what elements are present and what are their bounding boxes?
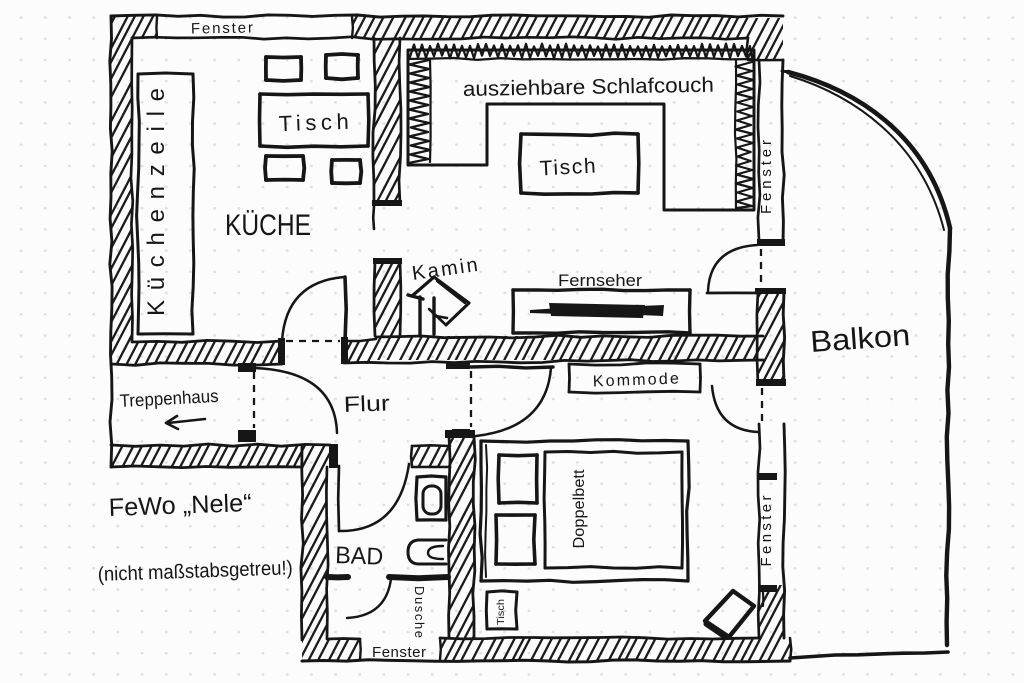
svg-text:ausziehbare Schlafcouch: ausziehbare Schlafcouch bbox=[463, 74, 714, 101]
svg-text:Tisch: Tisch bbox=[278, 109, 349, 136]
svg-text:Kamin: Kamin bbox=[411, 254, 479, 285]
svg-text:Fenster: Fenster bbox=[372, 644, 426, 661]
svg-text:Tisch: Tisch bbox=[539, 155, 596, 181]
svg-text:Flur: Flur bbox=[343, 390, 390, 417]
svg-text:BAD: BAD bbox=[335, 542, 384, 571]
svg-text:FeWo „Nele“: FeWo „Nele“ bbox=[108, 489, 252, 522]
svg-text:Balkon: Balkon bbox=[809, 319, 911, 359]
svg-text:Doppelbett: Doppelbett bbox=[571, 469, 588, 549]
svg-text:KÜCHE: KÜCHE bbox=[225, 209, 311, 242]
svg-text:Fernseher: Fernseher bbox=[558, 271, 642, 290]
svg-text:Treppenhaus: Treppenhaus bbox=[119, 386, 219, 411]
svg-text:Fenster: Fenster bbox=[191, 19, 253, 37]
svg-text:Tisch: Tisch bbox=[496, 599, 507, 625]
svg-text:Kommode: Kommode bbox=[593, 371, 680, 391]
svg-text:Fenster: Fenster bbox=[758, 496, 775, 567]
svg-text:(nicht maßstabsgetreu!): (nicht maßstabsgetreu!) bbox=[97, 557, 293, 586]
svg-text:Dusche: Dusche bbox=[412, 586, 427, 638]
svg-text:Küchenzeile: Küchenzeile bbox=[143, 88, 170, 316]
